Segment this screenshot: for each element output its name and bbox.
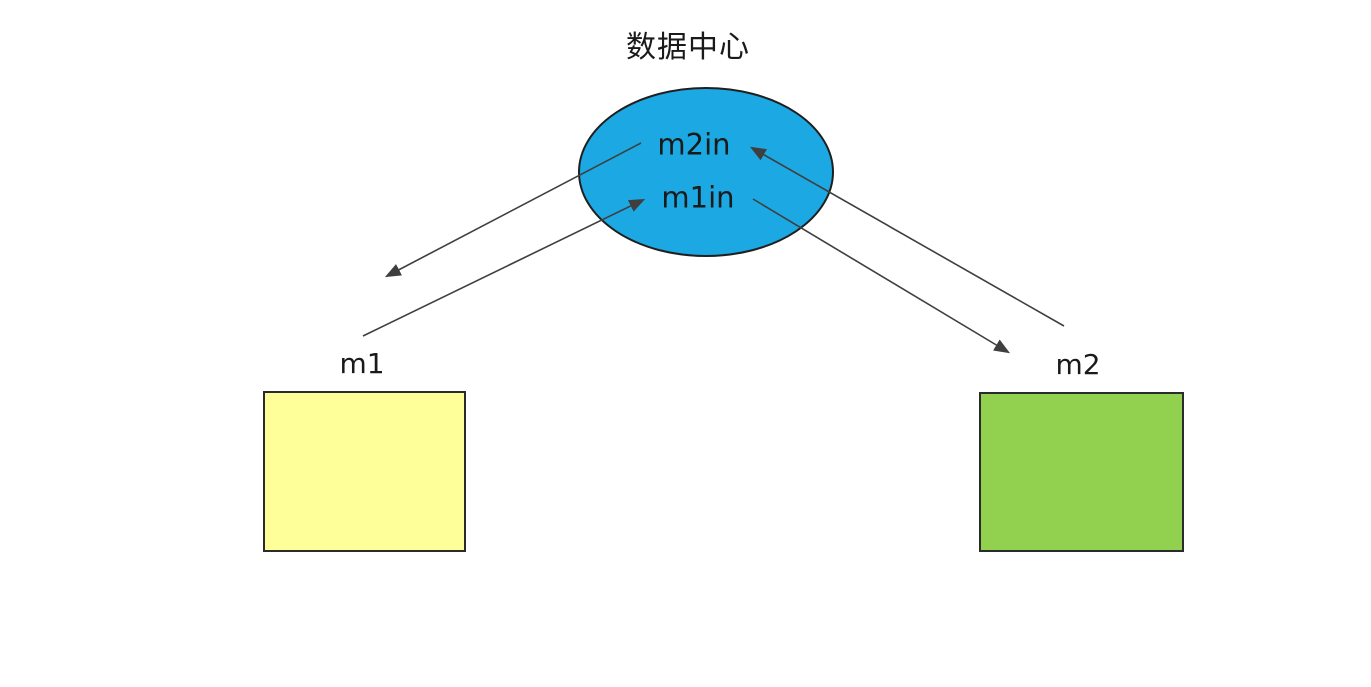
hub-port-m1in-label: m1in (661, 180, 735, 215)
m2-box (979, 392, 1184, 552)
arrow-m1in-to-m2 (752, 198, 1011, 354)
diagram-title: 数据中心 (626, 30, 750, 65)
arrow-m1-to-m1in (362, 198, 646, 337)
hub-port-m2in-label: m2in (657, 127, 731, 162)
data-center-ellipse (578, 87, 834, 257)
m1-node-label: m1 (339, 347, 385, 380)
m1-box (263, 391, 466, 552)
arrow-m2in-to-m1 (384, 142, 642, 278)
arrow-m2-to-m2in (749, 146, 1065, 327)
m2-node-label: m2 (1055, 348, 1101, 381)
